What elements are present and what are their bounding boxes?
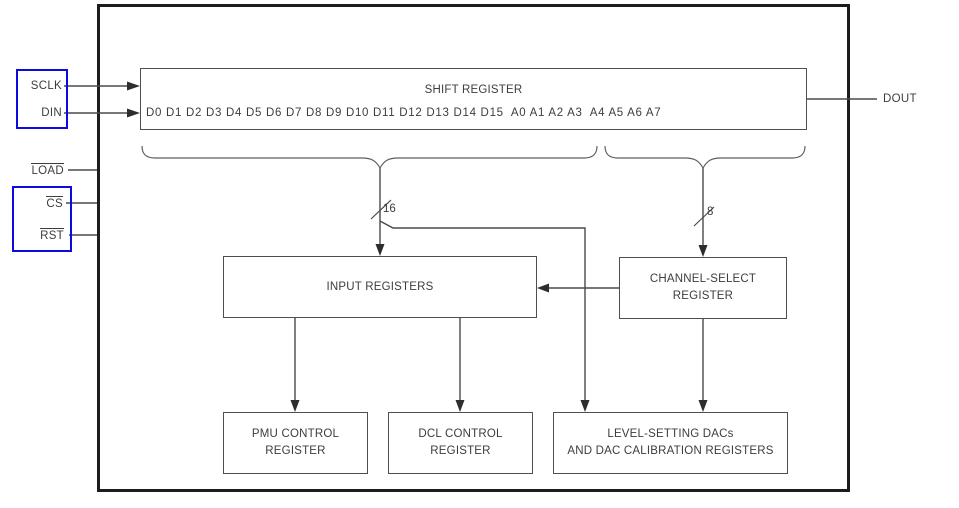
bus-width-label-8: 8 (707, 206, 714, 218)
input-registers-block: INPUT REGISTERS (223, 256, 537, 318)
cs-text-active-low: CS (46, 196, 63, 210)
channel-select-label-line1: CHANNEL-SELECT (649, 273, 757, 286)
pin-label-sclk: SCLK (12, 79, 62, 93)
dcl-label-line1: DCL CONTROL (418, 428, 503, 441)
pmu-label-line1: PMU CONTROL (251, 428, 340, 441)
pmu-control-register-block: PMU CONTROL REGISTER (223, 412, 368, 474)
bus-width-label-16: 16 (383, 203, 396, 215)
shift-register-bit-labels: D0 D1 D2 D3 D4 D5 D6 D7 D8 D9 D10 D11 D1… (146, 107, 662, 119)
dcl-control-register-block: DCL CONTROL REGISTER (388, 412, 533, 474)
din-text: DIN (41, 107, 62, 119)
dcl-label-line2: REGISTER (430, 445, 491, 457)
rst-text-active-low: RST (40, 228, 64, 242)
sclk-text: SCLK (30, 80, 62, 92)
channel-select-register-block: CHANNEL-SELECT REGISTER (619, 257, 787, 319)
level-dacs-label-line1: LEVEL-SETTING DACs (607, 428, 734, 441)
chip-outline-box (97, 4, 850, 492)
annotation-highlight-sclk-din (16, 69, 68, 129)
load-text-active-low: LOAD (31, 163, 64, 177)
channel-select-label-line2: REGISTER (672, 290, 734, 302)
pin-label-load: LOAD (14, 163, 64, 178)
pin-label-cs: CS (13, 196, 63, 211)
input-registers-label: INPUT REGISTERS (326, 280, 434, 293)
pin-label-dout: DOUT (883, 92, 917, 106)
dout-text: DOUT (883, 93, 917, 105)
level-setting-dacs-block: LEVEL-SETTING DACs AND DAC CALIBRATION R… (553, 412, 788, 474)
level-dacs-label-line2: AND DAC CALIBRATION REGISTERS (567, 445, 774, 457)
pin-label-din: DIN (12, 106, 62, 120)
shift-register-title: SHIFT REGISTER (424, 84, 523, 96)
annotation-highlight-cs-rst (12, 186, 72, 252)
pin-label-rst: RST (14, 228, 64, 243)
pmu-label-line2: REGISTER (265, 445, 326, 457)
shift-register-block: SHIFT REGISTER D0 D1 D2 D3 D4 D5 D6 D7 D… (140, 68, 807, 130)
